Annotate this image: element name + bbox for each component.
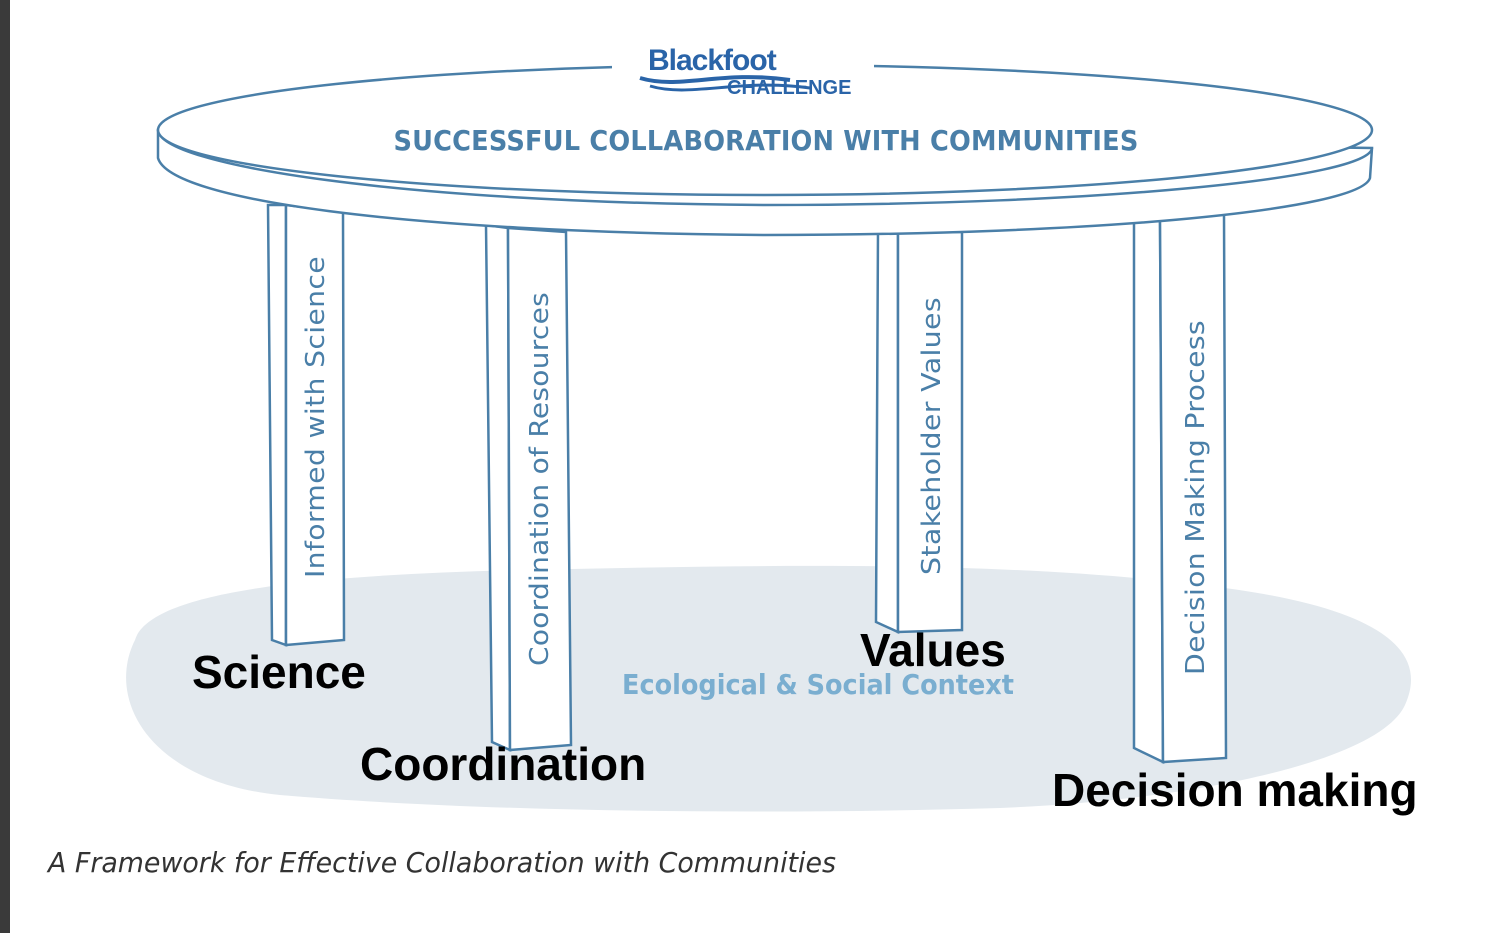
logo-subtitle: CHALLENGE — [727, 77, 851, 99]
table-leg-science — [266, 203, 346, 647]
overlay-label-coordination: Coordination — [360, 738, 646, 790]
leg-label-values: Stakeholder Values — [917, 297, 947, 575]
table-leg-coordination — [484, 223, 573, 752]
overlay-label-science: Science — [192, 646, 366, 698]
overlay-label-decision: Decision making — [1052, 764, 1418, 816]
blackfoot-logo: Blackfoot CHALLENGE — [612, 22, 874, 110]
leg-label-coordination: Coordination of Resources — [525, 292, 555, 666]
ground-shadow — [126, 565, 1412, 812]
base-context-label: Ecological & Social Context — [622, 668, 1014, 701]
leg-label-decision: Decision Making Process — [1181, 320, 1211, 675]
logo-name: Blackfoot — [648, 44, 777, 77]
table-top — [156, 63, 1374, 237]
diagram-caption: A Framework for Effective Collaboration … — [46, 846, 836, 879]
table-title: SUCCESSFUL COLLABORATION WITH COMMUNITIE… — [394, 124, 1139, 157]
table-leg-decision — [1132, 211, 1228, 764]
overlay-label-values: Values — [860, 624, 1006, 676]
leg-label-science: Informed with Science — [301, 256, 331, 578]
